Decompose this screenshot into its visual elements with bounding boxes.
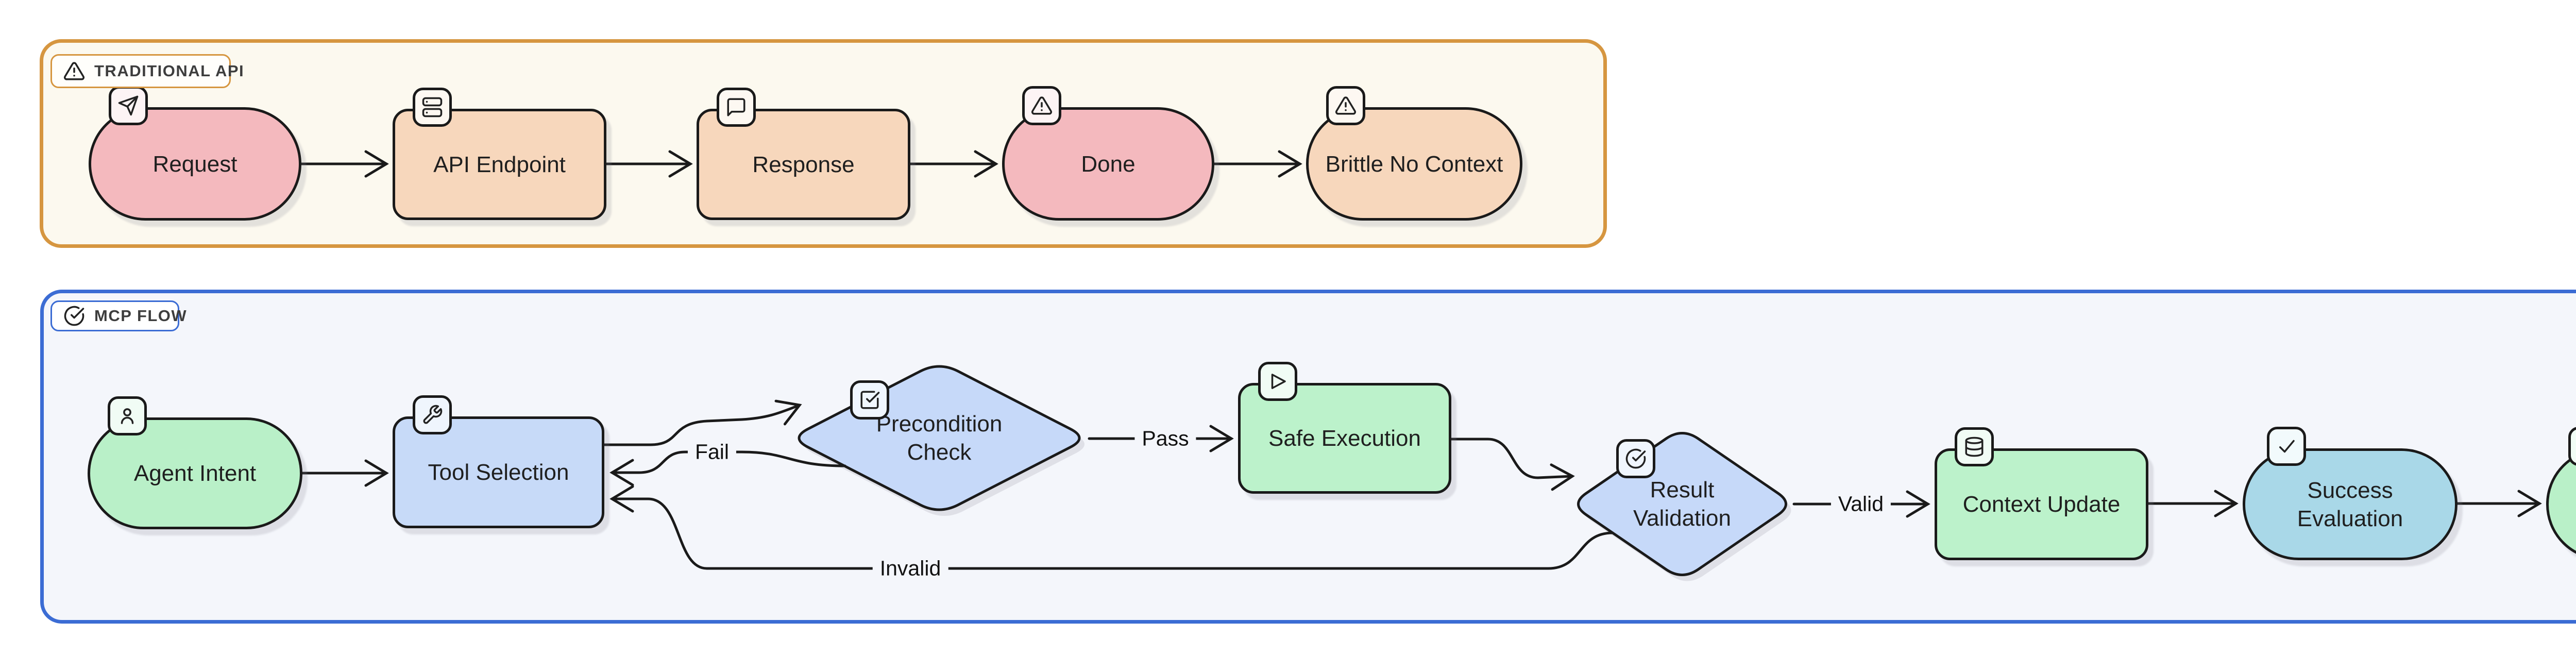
node-badge: [717, 88, 756, 127]
group-label-text: TRADITIONAL API: [94, 62, 245, 80]
node-label: API Endpoint: [433, 152, 566, 177]
node-request[interactable]: Request: [89, 86, 301, 221]
node-label: Agent Intent: [133, 461, 257, 486]
edge-result-validation-tool-selection-invalid[interactable]: [609, 485, 1614, 570]
node-response[interactable]: Response: [697, 88, 910, 220]
node-context-update[interactable]: Context Update: [1935, 427, 2148, 560]
node-label: Request: [152, 151, 238, 177]
database-icon: [1965, 437, 1984, 457]
node-badge: [1955, 427, 1994, 466]
node-badge: [413, 395, 452, 434]
node-badge: [1326, 86, 1365, 125]
user-icon: [121, 408, 134, 424]
node-label: Robust ContextAware: [2575, 476, 2576, 533]
node-label: Tool Selection: [428, 460, 569, 485]
node-badge: [2267, 427, 2306, 466]
alert-triangle-icon: [1031, 96, 1053, 115]
node-label: Context Update: [1962, 492, 2121, 517]
message-square-icon: [727, 98, 745, 116]
edge-label-invalid[interactable]: Invalid: [872, 556, 948, 581]
edge-safe-execution-result-validation[interactable]: [1450, 438, 1575, 491]
edge-label-pass[interactable]: Pass: [1134, 426, 1196, 451]
node-badge: [1258, 362, 1297, 401]
node-agent-intent[interactable]: Agent Intent: [88, 396, 302, 529]
check-icon: [2279, 440, 2295, 453]
node-label: Safe Execution: [1268, 426, 1421, 451]
edge-label-valid[interactable]: Valid: [1831, 492, 1891, 516]
node-api-endpoint[interactable]: API Endpoint: [393, 88, 606, 220]
server-icon: [422, 97, 443, 118]
check-circle-icon: [63, 305, 85, 327]
node-badge: [109, 86, 148, 125]
group-label-text: MCP FLOW: [94, 307, 188, 325]
play-icon: [1271, 374, 1286, 389]
check-circle-icon: [1625, 448, 1646, 469]
group-label-traditional: TRADITIONAL API: [50, 54, 244, 88]
node-badge: [2568, 427, 2576, 466]
node-safe-execution[interactable]: Safe Execution: [1238, 362, 1451, 494]
node-badge: [108, 396, 147, 435]
send-icon: [118, 95, 139, 116]
node-label: Brittle No Context: [1325, 151, 1503, 177]
group-label-mcp: MCP FLOW: [50, 300, 187, 331]
node-done[interactable]: Done: [1002, 86, 1214, 221]
edge-precondition-tool-selection-fail[interactable]: [609, 450, 846, 487]
node-tool-selection[interactable]: Tool Selection: [393, 395, 604, 528]
node-badge: [1616, 439, 1655, 478]
node-badge: [413, 88, 452, 127]
alert-triangle-icon: [63, 60, 85, 82]
edge-label-fail[interactable]: Fail: [687, 440, 737, 464]
edge-tool-selection-precondition[interactable]: [603, 399, 802, 446]
node-brittle-no-context[interactable]: Brittle No Context: [1306, 86, 1522, 221]
check-square-icon: [860, 391, 880, 409]
alert-triangle-icon: [1335, 96, 1357, 115]
node-label: Response: [752, 152, 855, 177]
node-badge: [850, 380, 889, 420]
wrench-icon: [423, 405, 443, 424]
node-label: Done: [1081, 151, 1136, 177]
node-badge: [1022, 86, 1061, 125]
